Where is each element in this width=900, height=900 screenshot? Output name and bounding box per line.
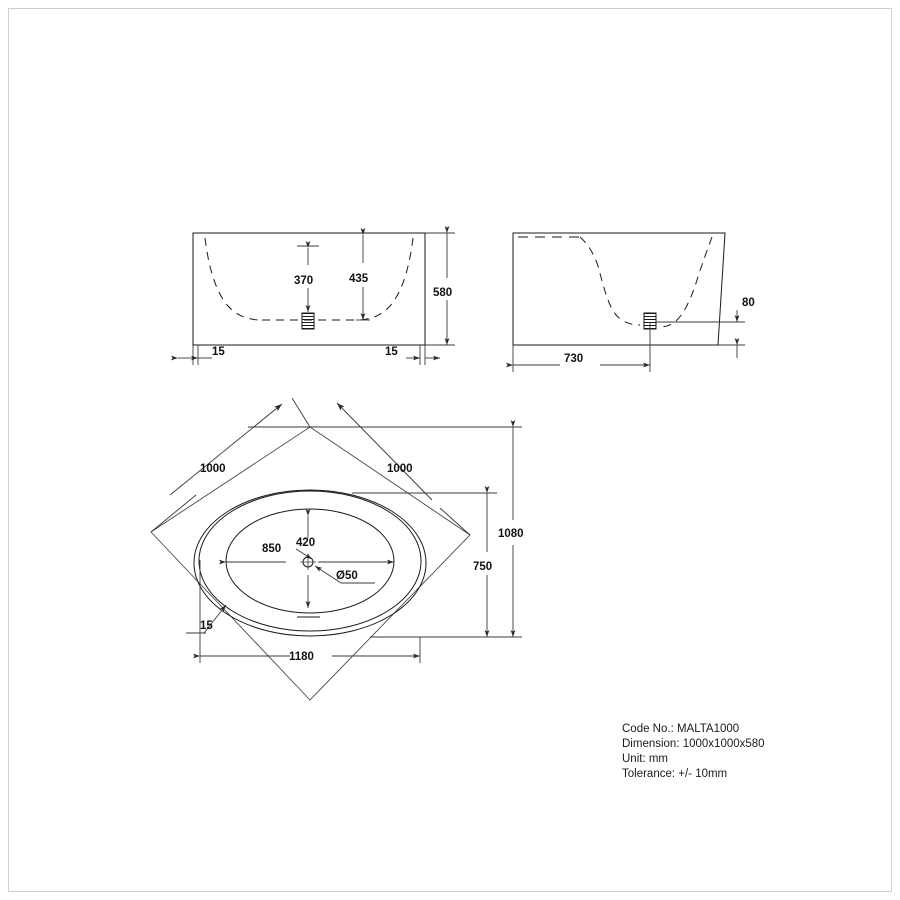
front-inner-profile-right xyxy=(355,237,414,321)
plan-dim-420-label: 420 xyxy=(296,537,315,549)
side-dim-730-label: 730 xyxy=(564,353,583,365)
plan-dim-1000-left-label: 1000 xyxy=(200,463,226,475)
title-block-tolerance: Tolerance: +/- 10mm xyxy=(622,768,728,780)
front-dim-15-left-label: 15 xyxy=(212,346,225,358)
plan-dim-1000-right-line xyxy=(336,402,433,501)
plan-basin-ellipse xyxy=(226,509,394,613)
plan-dim-750-label: 750 xyxy=(473,561,492,573)
plan-dim-850-leader xyxy=(295,548,313,560)
plan-rim-outer-ellipse xyxy=(194,490,426,636)
front-dim-370-label: 370 xyxy=(294,275,313,287)
front-elevation-view: 370 435 580 15 15 xyxy=(171,226,455,365)
front-dim-15-right-label: 15 xyxy=(385,346,398,358)
plan-ext-1000-left-a xyxy=(150,494,197,533)
plan-rim-inner-ellipse xyxy=(199,491,421,631)
front-dim-435-label: 435 xyxy=(349,273,369,285)
side-elevation-view: 80 730 xyxy=(506,233,755,372)
plan-view: 1000 1000 1080 750 1180 850 420 xyxy=(150,397,524,701)
side-inner-profile-right xyxy=(657,236,713,328)
title-block-dimension: Dimension: 1000x1000x580 xyxy=(622,738,765,750)
plan-dim-d50-leader xyxy=(314,565,342,584)
sheet-border xyxy=(8,8,892,892)
plan-dim-850-label: 850 xyxy=(262,543,281,555)
title-block-unit: Unit: mm xyxy=(622,753,668,765)
plan-dim-1000-left-line xyxy=(169,403,283,496)
plan-dim-1080-label: 1080 xyxy=(498,528,524,540)
plan-dim-15-label: 15 xyxy=(200,620,213,632)
title-block: Code No.: MALTA1000 Dimension: 1000x1000… xyxy=(622,722,872,782)
side-body-outline xyxy=(513,233,725,345)
plan-dim-1000-right-label: 1000 xyxy=(387,463,413,475)
front-inner-profile-left xyxy=(204,237,263,321)
plan-dim-d50-label: Ø50 xyxy=(336,570,358,582)
plan-ext-1000-left-b xyxy=(291,397,311,428)
side-dim-80-label: 80 xyxy=(742,297,755,309)
plan-dim-1180-label: 1180 xyxy=(289,651,314,663)
front-drain-fitting xyxy=(301,312,315,330)
side-inner-profile-left xyxy=(579,236,641,326)
plan-diamond-footprint xyxy=(150,426,471,701)
title-block-code-no: Code No.: MALTA1000 xyxy=(622,723,740,735)
plan-dim-15-leader xyxy=(203,604,227,634)
plan-ext-1000-right-a xyxy=(439,507,471,536)
front-dim-580-label: 580 xyxy=(433,287,452,299)
